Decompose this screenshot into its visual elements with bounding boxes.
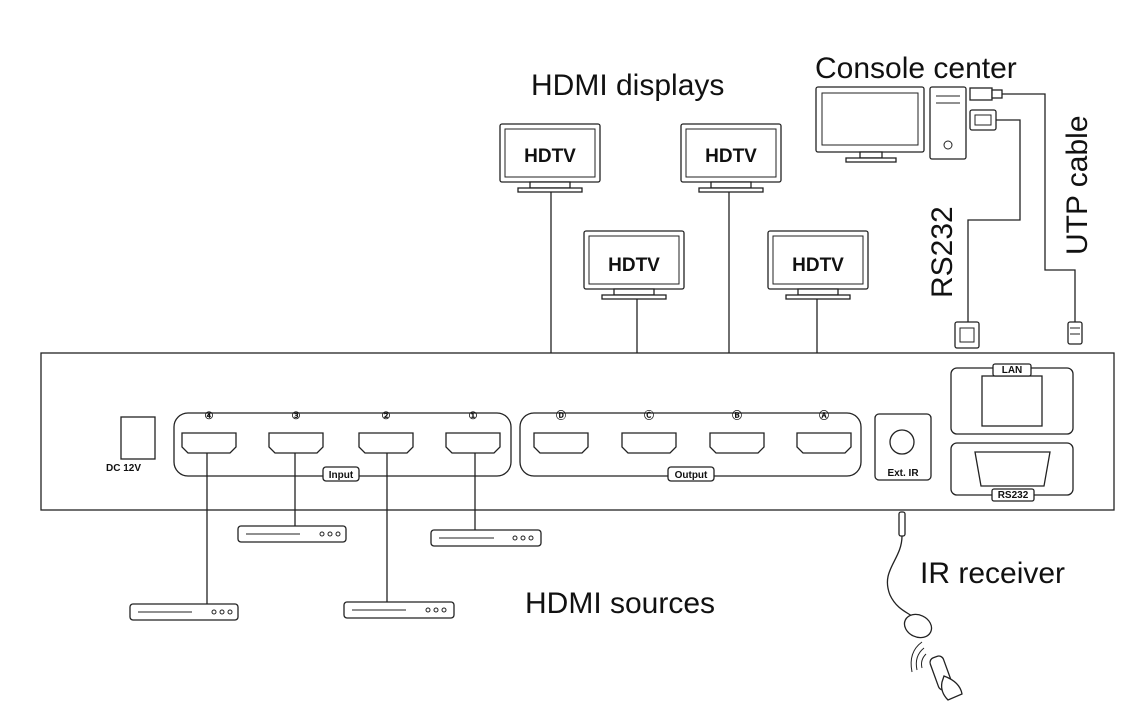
output-port-b-label: Ⓑ (732, 409, 742, 422)
output-port-c: Ⓒ (621, 409, 677, 454)
source-cables (206, 453, 476, 604)
hdmi-sources-label: HDMI sources (525, 587, 715, 620)
input-port-1-label: ① (469, 411, 478, 422)
ir-receiver-label: IR receiver (920, 557, 1065, 590)
tv-1-label: HDTV (524, 146, 576, 167)
rs232-port-label: RS232 (998, 490, 1029, 501)
output-group-label: Output (675, 470, 708, 481)
display-tv-4: HDTV (767, 230, 869, 300)
rs232-cable-label: RS232 (926, 206, 959, 298)
console-pc-tower-icon (929, 86, 967, 160)
utp-cable-line (1002, 93, 1076, 322)
rs232-cable-line (967, 119, 1021, 322)
input-port-1: ① (445, 411, 501, 454)
output-port-a-label: Ⓐ (819, 409, 829, 422)
display-tv-3: HDTV (680, 123, 782, 193)
console-monitor-icon (815, 86, 925, 163)
ext-ir-label: Ext. IR (887, 468, 919, 479)
input-port-3-label: ③ (292, 411, 301, 422)
output-group-tag (667, 466, 715, 482)
input-group-label: Input (329, 470, 354, 481)
source-player-3 (343, 601, 455, 619)
lan-label: LAN (1002, 365, 1023, 376)
input-port-2-label: ② (382, 411, 391, 422)
display-tv-1: HDTV (499, 123, 601, 193)
console-connectors (969, 87, 1003, 131)
console-center-label: Console center (815, 52, 1017, 85)
utp-plug-icon (1067, 321, 1083, 345)
rs232-plug-icon (954, 321, 980, 349)
output-port-c-label: Ⓒ (644, 409, 654, 422)
source-player-1 (430, 529, 542, 547)
rs232-port: RS232 (950, 442, 1074, 502)
dc-power-jack (120, 416, 156, 460)
output-port-b: Ⓑ (709, 409, 765, 454)
input-port-4-label: ④ (205, 411, 214, 422)
dc-12v-label: DC 12V (106, 463, 141, 474)
output-port-a: Ⓐ (796, 409, 852, 454)
ext-ir-port: Ext. IR (874, 413, 932, 481)
tv-2-label: HDTV (608, 255, 660, 276)
utp-cable-label: UTP cable (1061, 115, 1094, 255)
input-port-4: ④ (181, 411, 237, 454)
tv-4-label: HDTV (792, 255, 844, 276)
input-port-3: ③ (268, 411, 324, 454)
hdmi-displays-label: HDMI displays (531, 69, 724, 102)
source-player-2 (237, 525, 347, 543)
tv-3-label: HDTV (705, 146, 757, 167)
display-tv-2: HDTV (583, 230, 685, 300)
ir-receiver-icon (886, 511, 933, 639)
remote-control-icon (910, 641, 963, 701)
output-port-d-label: Ⓓ (556, 409, 566, 422)
input-group-tag (322, 466, 360, 482)
output-port-d: Ⓓ (533, 409, 589, 454)
input-port-2: ② (358, 411, 414, 454)
source-player-4 (129, 603, 239, 621)
lan-port: LAN (950, 363, 1074, 435)
